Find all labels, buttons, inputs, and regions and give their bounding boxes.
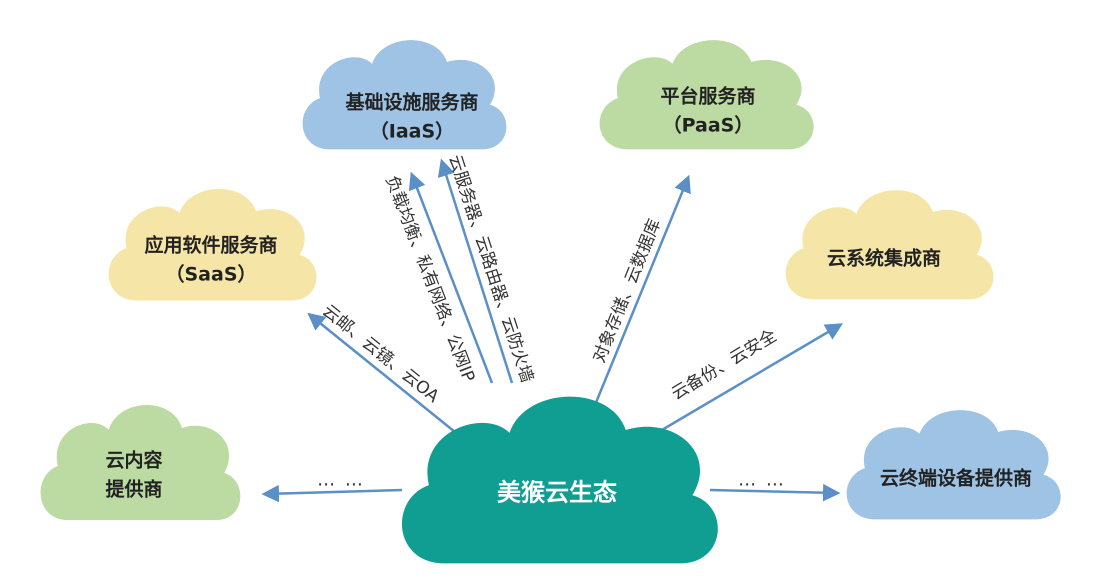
cloud-paas	[599, 40, 814, 150]
content-title: 云内容	[105, 449, 163, 472]
arrow-to-device	[709, 483, 841, 502]
arrow-to-content	[261, 484, 403, 503]
content-subtitle: 提供商	[105, 479, 163, 501]
arrow-to-iaas-left	[408, 171, 494, 384]
cloud-paas-shape	[599, 40, 814, 150]
iaas-title: 基础设施服务商	[345, 91, 479, 114]
cloud-iaas	[302, 40, 507, 150]
center-label: 美猴云生态	[497, 474, 617, 511]
cloud-device	[846, 410, 1061, 520]
integrator-title: 云系统集成商	[826, 247, 942, 270]
cloud-saas	[108, 188, 317, 301]
iaas-abbr: （IaaS）	[369, 121, 455, 143]
arrow-to-saas	[307, 312, 456, 433]
cloud-content	[40, 404, 241, 520]
arrow-to-iaas-right	[437, 158, 514, 384]
paas-label: 平台服务商 （PaaS）	[660, 83, 755, 142]
cloud-integrator-shape	[785, 190, 994, 300]
cloud-saas-shape	[108, 188, 317, 301]
saas-label: 应用软件服务商 （SaaS）	[144, 232, 277, 291]
edge-label-device: … …	[738, 469, 786, 491]
integrator-label: 云系统集成商	[827, 244, 941, 273]
arrow-to-paas	[593, 174, 691, 406]
edge-label-content: … …	[317, 469, 365, 491]
cloud-integrator	[785, 190, 994, 300]
paas-title: 平台服务商	[660, 85, 756, 108]
device-title: 云终端设备提供商	[879, 467, 1033, 490]
content-label: 云内容 提供商	[105, 447, 162, 506]
saas-title: 应用软件服务商	[144, 234, 278, 257]
center-title: 美猴云生态	[497, 478, 617, 507]
arrows	[261, 158, 844, 503]
device-label: 云终端设备提供商	[880, 464, 1032, 493]
cloud-center-shape	[401, 396, 718, 564]
cloud-iaas-shape	[302, 40, 507, 150]
iaas-label: 基础设施服务商 （IaaS）	[345, 89, 478, 148]
cloud-center	[401, 396, 718, 564]
cloud-content-shape	[40, 404, 241, 520]
saas-abbr: （SaaS）	[165, 264, 257, 286]
arrow-to-integrator	[649, 323, 844, 439]
cloud-device-shape	[846, 410, 1061, 520]
paas-abbr: （PaaS）	[662, 115, 754, 137]
